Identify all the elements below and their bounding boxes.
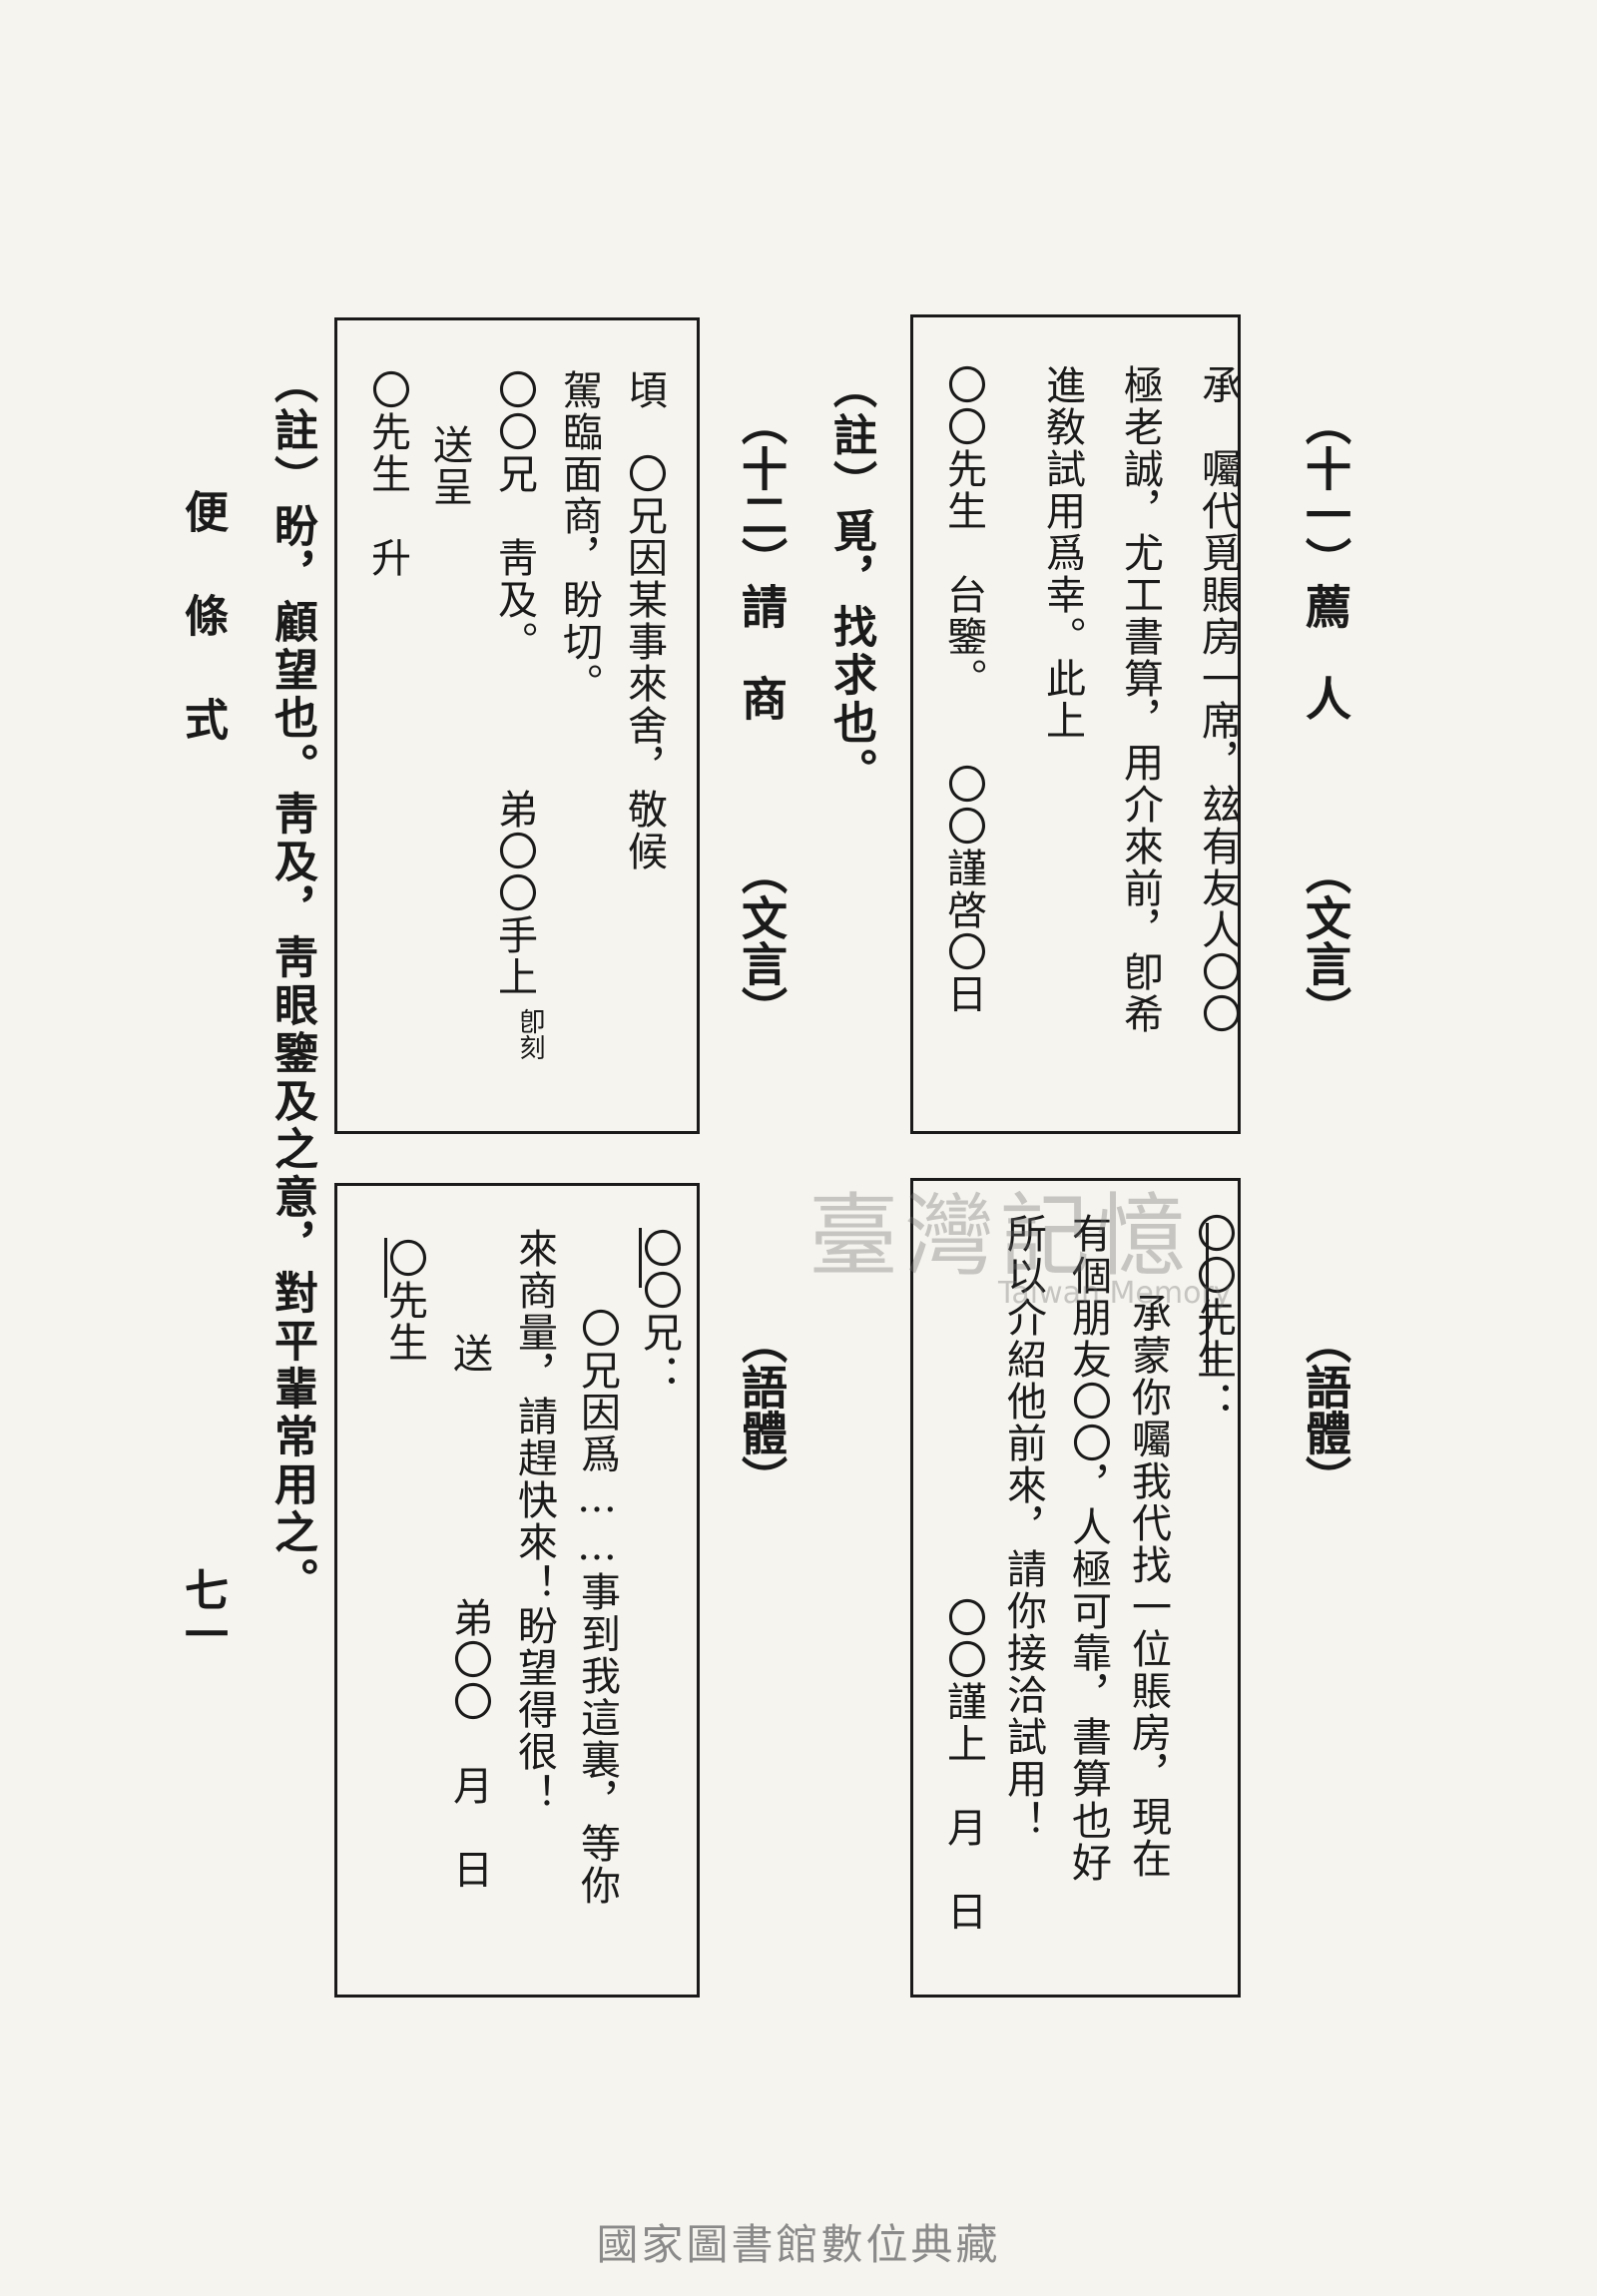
- letter-11-line-3: 進敎試用爲幸。此上: [1039, 364, 1085, 742]
- section-12-colloquial-label: （語體）: [735, 1318, 789, 1501]
- colloquial-12-send: 送: [446, 1333, 492, 1375]
- letter-12-line-3: 〇〇兄 靑及。: [491, 369, 537, 663]
- section-11-title: （十一）薦 人: [1299, 399, 1352, 721]
- colloquial-11-line-4: 所以介紹他前來，請你接洽試用！: [1000, 1213, 1046, 1842]
- letter-11-line-2: 極老誠，尤工書算，用介來前，卽希: [1117, 364, 1163, 1035]
- section-11-note: （註）覓，找求也。: [825, 364, 876, 796]
- colloquial-12-line-3: 來商量，請趕快來！盼望得很！: [511, 1228, 557, 1815]
- section-11-wenyan-frame: [910, 314, 1241, 1134]
- letter-11-line-1: 承 囑代覓賬房一席，玆有友人〇〇: [1195, 364, 1241, 1035]
- letter-12-line-4: 送呈: [426, 424, 472, 508]
- colloquial-12-signature: 弟〇〇 月 日: [446, 1597, 492, 1891]
- letter-12-line-1: 頃 〇兄因某事來舍，敬候: [621, 369, 667, 872]
- colloquial-11-signature: 〇〇謹上 月 日: [940, 1597, 986, 1933]
- section-12-note: （註）盼，顧望也。靑及，靑眼鑒及之意，對平輩常用之。: [266, 359, 317, 1605]
- colloquial-12-line-2: 〇兄因爲……事到我這裏，等你: [574, 1308, 620, 1907]
- side-header: 便條式: [177, 489, 228, 801]
- section-11-colloquial-label: （語體）: [1299, 1318, 1352, 1501]
- speech-marker-line-2: [639, 1228, 642, 1288]
- footer-credit: 國家圖書館數位典藏: [596, 2220, 1001, 2269]
- section-12-wenyan-frame: [334, 317, 700, 1134]
- letter-12-signature: 弟〇〇手上: [491, 789, 537, 998]
- colloquial-11-line-2: 承蒙你囑我代找一位賬房，現在: [1125, 1293, 1171, 1880]
- colloquial-11-line-1: 〇〇先生：: [1190, 1213, 1236, 1423]
- page-number: 七一: [177, 1567, 228, 1655]
- section-12-title: （十二）請 商: [735, 399, 789, 721]
- letter-12-line-5: 〇先生 升: [364, 369, 410, 579]
- colloquial-12-line-1: 〇〇兄：: [636, 1228, 682, 1396]
- speech-marker-line: [1206, 1223, 1209, 1373]
- letter-11-line-4: 〇〇先生 台鑒。 〇〇謹啓〇日: [940, 364, 986, 1015]
- colloquial-12-recipient: 〇先生: [381, 1238, 427, 1364]
- colloquial-11-line-3: 有個朋友〇〇，人極可靠，書算也好: [1065, 1213, 1111, 1884]
- letter-12-signature-small: 卽刻: [515, 1008, 545, 1060]
- section-12-style-label: （文言）: [735, 849, 789, 1032]
- letter-12-line-2: 駕臨面商，盼切。: [556, 369, 602, 705]
- section-11-colloquial-frame: [910, 1178, 1241, 1998]
- section-11-style-label: （文言）: [1299, 849, 1352, 1032]
- speech-marker-line-3: [384, 1238, 387, 1298]
- section-12-colloquial-frame: [334, 1183, 700, 1998]
